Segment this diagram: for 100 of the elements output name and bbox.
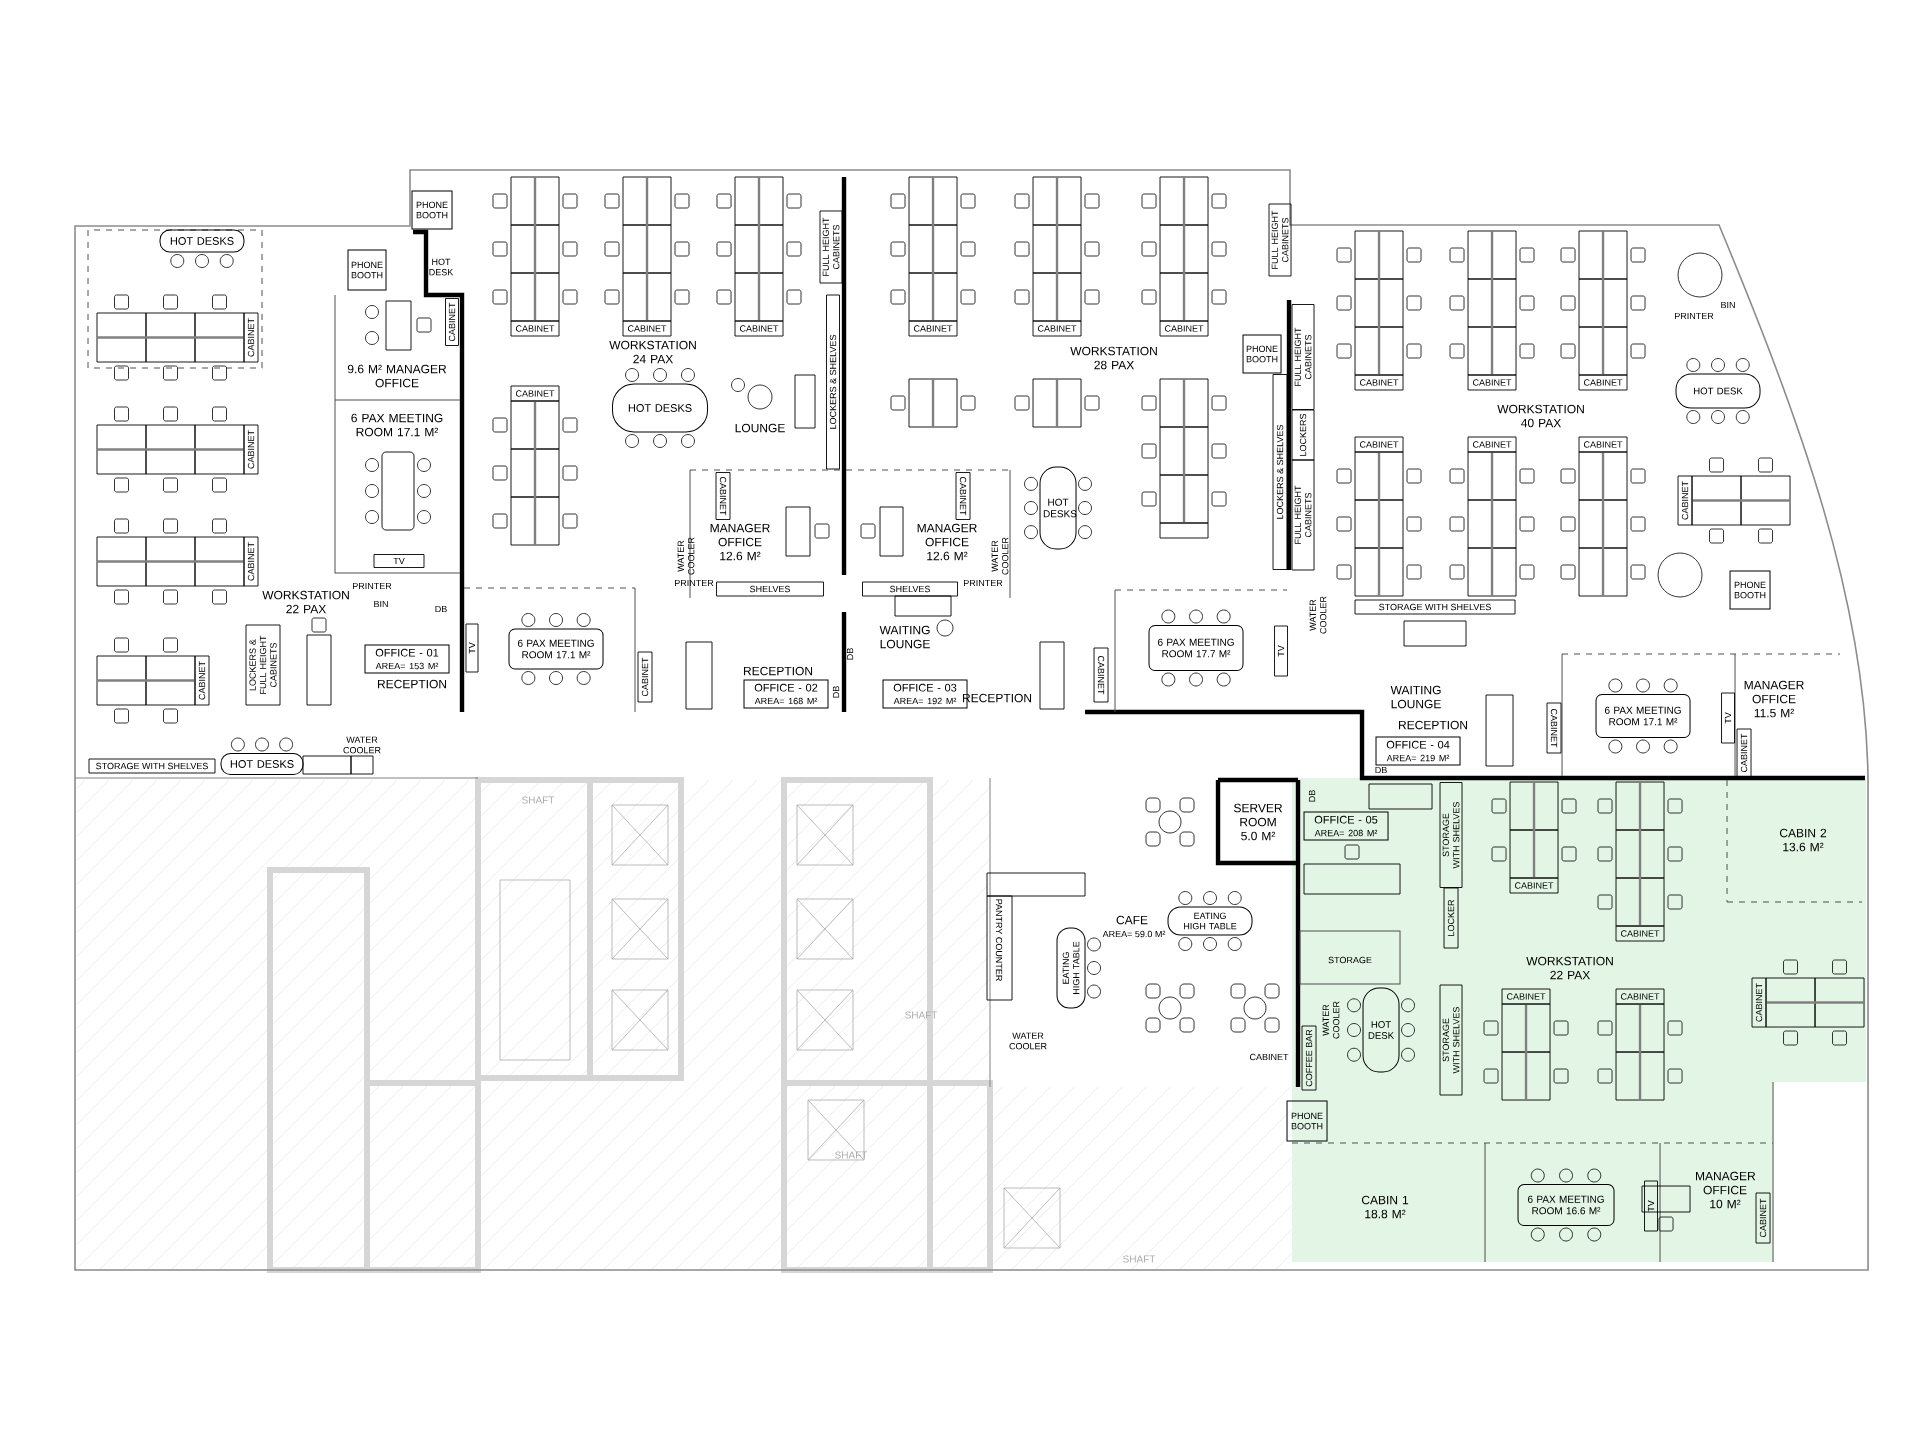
room-label: WAITING LOUNGE [879, 625, 930, 649]
furniture-label: CABINET [247, 430, 255, 469]
meeting-table: 6 PAX MEETING ROOM 17.1 M² [508, 628, 604, 670]
furniture-label: CABINET [1759, 1198, 1767, 1238]
furniture-label: CABINET [740, 325, 779, 332]
meeting-table: 6 PAX MEETING ROOM 17.7 M² [1148, 625, 1244, 671]
meeting-table: 6 PAX MEETING ROOM 16.6 M² [1517, 1184, 1615, 1226]
furniture-label: CABINET [641, 657, 649, 697]
office-tag: OFFICE - 01 AREA= 153 M² [364, 644, 450, 674]
hot-desk-table: HOT DESKS [612, 383, 708, 433]
room-label: SERVER ROOM 5.0 M² [1234, 803, 1283, 841]
office-tag: OFFICE - 02 AREA= 168 M² [743, 679, 829, 709]
furniture-label: SHELVES [750, 585, 790, 593]
office-tag: OFFICE - 05 AREA= 208 M² [1303, 811, 1389, 841]
shaft-label: SHAFT [905, 1011, 938, 1019]
furniture-label: CABINET [1507, 993, 1546, 1000]
furniture-label: TV [1647, 1200, 1655, 1212]
hot-desk-counter: HOT DESKS [220, 753, 304, 775]
hot-desk-table: HOT DESK [1675, 373, 1761, 409]
meeting-table: 6 PAX MEETING ROOM 17.1 M² [1595, 694, 1691, 738]
furniture-label: CABINET [914, 325, 953, 332]
furniture-label: DB [1308, 790, 1316, 802]
furniture-label: FULL HEIGHT CABINETS [1271, 210, 1289, 269]
shaft-label: SHAFT [522, 796, 555, 804]
room-label: CABIN 1 18.8 M² [1361, 1195, 1409, 1219]
furniture-label: CABINET [1755, 983, 1763, 1022]
furniture-label: WATER COOLER [343, 736, 381, 754]
furniture-label: PRINTER [964, 579, 1003, 587]
furniture-label: CABINET [1473, 379, 1512, 386]
furniture-label: CABINET [1515, 882, 1554, 889]
furniture-label: STORAGE WITH SHELVES [96, 762, 208, 770]
room-label: WORKSTATION 22 PAX [262, 590, 349, 614]
hot-desk-table: HOT DESKS [159, 229, 245, 253]
furniture-label: FULL HEIGHT CABINETS [1294, 327, 1312, 386]
furniture-label: STORAGE WITH SHELVES [1379, 603, 1491, 611]
furniture-label: WATER COOLER [1009, 1032, 1047, 1050]
room-label: WORKSTATION 24 PAX [609, 340, 696, 364]
room-label: MANAGER OFFICE 12.6 M² [710, 523, 770, 561]
furniture-label: PRINTER [353, 582, 392, 590]
furniture-label: TV [1724, 712, 1732, 724]
furniture-label: LOCKERS & FULL HEIGHT CABINETS [249, 635, 277, 694]
room-label: CAFE [1116, 915, 1148, 925]
room-label: WORKSTATION 40 PAX [1497, 404, 1584, 428]
furniture-label: CABINET [516, 390, 555, 397]
furniture-label: CABINET [247, 542, 255, 581]
furniture-label: WATER COOLER [677, 537, 695, 575]
furniture-label: DB [846, 648, 854, 660]
room-label: MANAGER OFFICE 10 M² [1696, 1171, 1756, 1209]
phone-booth: PHONE BOOTH [1729, 570, 1771, 610]
room-label: MANAGER OFFICE 12.6 M² [917, 523, 977, 561]
furniture-label: CABINET [1681, 481, 1689, 520]
furniture-label: CABINET [1584, 379, 1623, 386]
room-label: 9.6 M² MANAGER OFFICE [347, 364, 447, 388]
furniture-label: BIN [374, 600, 388, 608]
shaft-label: SHAFT [835, 1151, 868, 1159]
furniture-label: DB [435, 605, 447, 613]
furniture-label: CABINET [1584, 441, 1623, 448]
furniture-label: WATER COOLER [991, 537, 1009, 575]
furniture-label: CABINET [198, 661, 206, 700]
furniture-label: STORAGE [1328, 956, 1372, 964]
furniture-label: CABINET [247, 318, 255, 357]
phone-booth: PHONE BOOTH [1286, 1100, 1328, 1142]
furniture-label: CABINET [719, 476, 727, 516]
high-table: EATING HIGH TABLE [1167, 906, 1253, 936]
furniture-label: CABINET [1250, 1053, 1289, 1061]
phone-booth: PHONE BOOTH [411, 190, 453, 230]
room-label: LOUNGE [735, 423, 785, 433]
furniture-label: CABINET [1038, 325, 1077, 332]
furniture-label: CABINET [516, 325, 555, 332]
room-label: WORKSTATION 22 PAX [1526, 956, 1613, 980]
room-label: CABIN 2 13.6 M² [1779, 828, 1827, 852]
furniture-label: SHELVES [890, 585, 930, 593]
furniture-label: TV [393, 557, 405, 565]
furniture-label: CABINET [1550, 709, 1558, 748]
furniture-label: LOCKERS & SHELVES [1276, 425, 1284, 519]
furniture-label: LOCKER [1447, 899, 1455, 936]
furniture-label: CABINET [1740, 733, 1748, 773]
furniture-label: HOT DESK [429, 258, 454, 276]
furniture-label: CABINET [1360, 379, 1399, 386]
furniture-label: CABINET [628, 325, 667, 332]
furniture-label: CABINET [1621, 993, 1660, 1000]
furniture-label: PRINTER [675, 579, 714, 587]
furniture-label: CABINET [1165, 325, 1204, 332]
hot-desk-table: HOT DESKS [1039, 466, 1077, 550]
furniture-label: PANTRY COUNTER [995, 899, 1003, 981]
room-label: WORKSTATION 28 PAX [1070, 346, 1157, 370]
hot-desk-table: HOT DESK [1362, 987, 1400, 1073]
shaft-label: SHAFT [1123, 1255, 1156, 1263]
room-label: WAITING LOUNGE [1390, 685, 1441, 709]
furniture-label: FULL HEIGHT CABINETS [1294, 485, 1312, 544]
phone-booth: PHONE BOOTH [347, 249, 387, 291]
furniture-label: WATER COOLER [1322, 1001, 1340, 1039]
furniture-label: CABINET [1473, 441, 1512, 448]
furniture-label: WATER COOLER [1309, 596, 1327, 634]
room-label: MANAGER OFFICE 11.5 M² [1744, 680, 1804, 718]
furniture-label: STORAGE WITH SHELVES [1442, 802, 1460, 869]
furniture-label: LOCKERS & SHELVES [829, 335, 837, 429]
room-label: 6 PAX MEETING ROOM 17.1 M² [351, 413, 443, 437]
office-tag: OFFICE - 04 AREA= 219 M² [1375, 736, 1461, 766]
high-table: EATING HIGH TABLE [1056, 927, 1086, 1009]
